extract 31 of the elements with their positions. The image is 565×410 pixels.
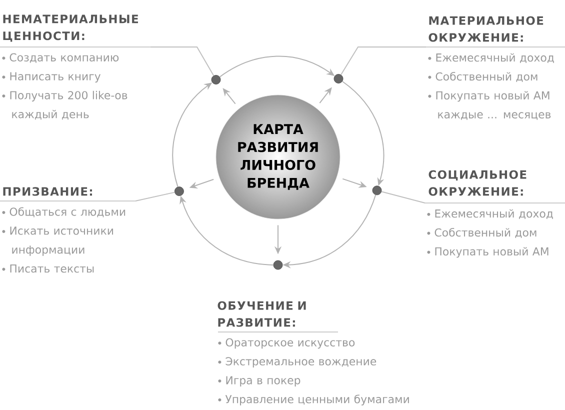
list-item: Экстремальное вождение [226,357,376,368]
ring-dot [273,260,283,270]
list-item: Ораторское искусство [226,338,355,349]
center-sphere: КАРТА РАЗВИТИЯ ЛИЧНОГО БРЕНДА [216,94,340,220]
heading: СОЦИАЛЬНОЕ ОКРУЖЕНИЕ: [428,170,526,196]
list-item: Создать компанию [10,53,119,63]
heading: ОБУЧЕНИЕ И РАЗВИТИЕ: [218,301,306,327]
heading: ПРИЗВАНИЕ: [3,187,92,196]
list-item: Искать источники информации [10,226,114,256]
list-item: Игра в покер [226,376,300,386]
leader-line [340,46,426,76]
list-item: Покупать новый АМ [435,247,548,258]
list-item: Собственный дом [436,72,538,82]
ring-dot [211,75,221,84]
leader-line [150,46,214,76]
ring-dot [334,74,344,84]
ring-dot [174,186,184,196]
heading: НЕМАТЕРИАЛЬНЫЕ ЦЕННОСТИ: [3,14,138,42]
list-item: Управление ценными бумагами [225,394,409,406]
list-item: Ежемесячный доход [436,53,554,64]
list-item: Получать 200 like-ов каждый день [10,90,128,120]
leader-line [134,192,176,202]
ring-dot [372,186,382,196]
list-item: Написать книгу [10,72,100,83]
heading: МАТЕРИАЛЬНОЕ ОКРУЖЕНИЕ: [428,16,544,42]
list-item: Собственный дом [434,228,536,238]
list-item: Писать тексты [10,264,94,273]
leader-line [381,191,426,204]
list-item: Ежемесячный доход [435,209,553,220]
list-item: Общаться с людьми [10,207,126,218]
list-item: Покупать новый АМ каждые ... месяцев [436,91,551,120]
